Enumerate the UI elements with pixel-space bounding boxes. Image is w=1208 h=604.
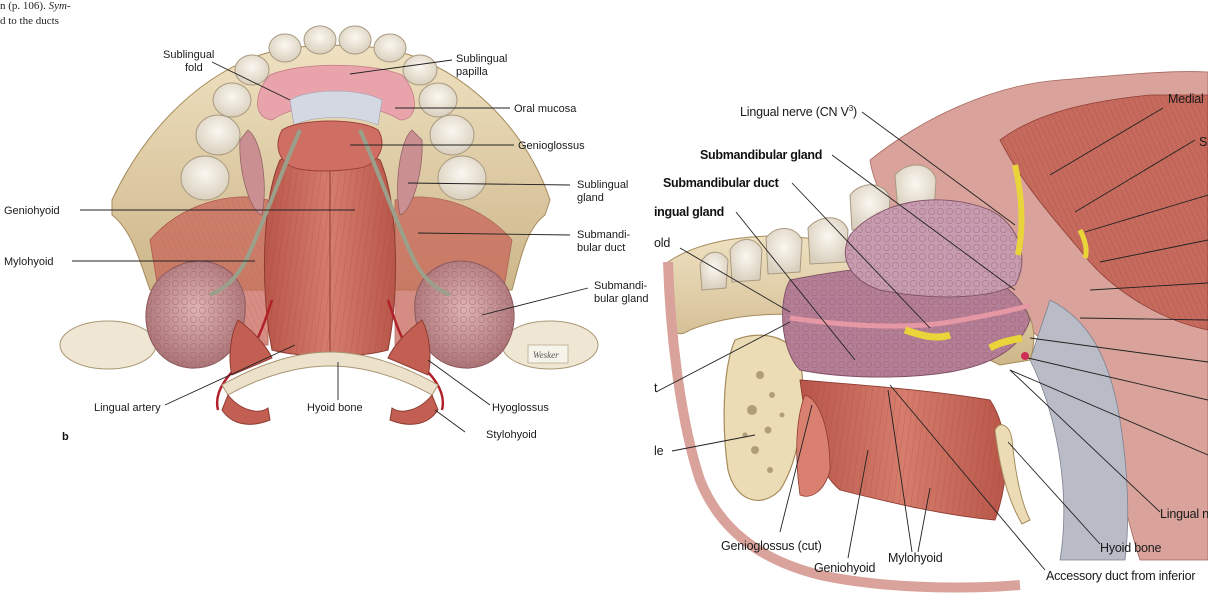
label-hyoglossus: Hyoglossus <box>492 402 549 414</box>
stylohyoid-left <box>221 394 271 425</box>
right-lateral-view-illustration: Lingual nerve (CN V3) Submandibular glan… <box>654 71 1208 593</box>
label-sublingual-gland-1: Sublingual <box>577 179 628 191</box>
header-line1-prefix: n (p. 106). <box>0 0 49 12</box>
sublingual-gland-left <box>239 129 265 216</box>
label-hyoid-bone-left: Hyoid bone <box>307 402 363 414</box>
label-sublingual-fold-2: fold <box>185 62 203 74</box>
mandible-cross-section <box>723 334 804 501</box>
stylohyoid-right <box>389 394 439 425</box>
label-submandibular-duct-1: Submandi- <box>577 229 631 241</box>
label-oral-mucosa: Oral mucosa <box>514 103 577 115</box>
label-s-cut: S <box>1199 135 1207 149</box>
lingual-nerve <box>1012 164 1025 256</box>
lingual-nerve-upper <box>1077 228 1089 259</box>
label-geniohyoid-right: Geniohyoid <box>814 561 875 575</box>
label-lingual-nerve-sup: 3 <box>849 104 854 113</box>
svg-text:Lingual nerve (CN V3): Lingual nerve (CN V3) <box>740 104 857 119</box>
label-lingual-cut: Lingual n <box>1160 507 1208 521</box>
artist-signature-box <box>527 344 569 364</box>
panel-letter-b: b <box>62 431 69 443</box>
left-floor-of-mouth-illustration: Wesker Sublingual fold Sublingual papill… <box>4 25 648 443</box>
label-submandibular-gland-right: Submandibular gland <box>700 148 822 162</box>
label-le-cut: le <box>654 444 664 458</box>
lower-teeth-row <box>180 25 487 201</box>
submandibular-duct-right <box>789 302 1031 329</box>
sublingual-gland-right <box>397 129 423 216</box>
label-sublingual-gland-2: gland <box>577 192 604 204</box>
hyoglossus-left <box>229 319 273 376</box>
label-genioglossus: Genioglossus <box>518 140 585 152</box>
right-leader-lines <box>655 107 1208 571</box>
label-submandibular-duct-2: bular duct <box>577 242 625 254</box>
label-lingual-artery: Lingual artery <box>94 402 161 414</box>
page-header-text: n (p. 106). Sym- d to the ducts <box>0 0 71 27</box>
header-line1-italic: Sym- <box>49 0 71 12</box>
label-t-cut: t <box>654 381 658 395</box>
label-submandibular-duct-right: Submandibular duct <box>663 176 780 190</box>
submandibular-duct-right <box>358 129 451 297</box>
artery-cross-section <box>1021 352 1029 360</box>
label-medial-cut: Medial <box>1168 92 1204 106</box>
label-geniohyoid-left: Geniohyoid <box>4 205 60 217</box>
submandibular-duct-left <box>209 129 302 297</box>
svg-text:n (p. 106). Sym-: n (p. 106). Sym- <box>0 0 71 12</box>
hyoid-bone-right <box>994 424 1031 525</box>
artist-signature: Wesker <box>533 350 559 360</box>
lingual-nerve-branch-1 <box>903 326 952 341</box>
left-leader-lines <box>72 59 589 433</box>
label-submandibular-gland-2: bular gland <box>594 293 648 305</box>
label-stylohyoid: Stylohyoid <box>486 429 537 441</box>
left-mandible-cut-end <box>59 320 157 370</box>
hyoglossus-right <box>387 319 431 376</box>
label-sublingual-gland-cut: ingual gland <box>654 205 724 219</box>
mandible-cancellous-bone <box>742 371 785 473</box>
label-sublingual-papilla-2: papilla <box>456 66 489 78</box>
genioglossus-cut <box>796 394 831 497</box>
label-mylohyoid-right: Mylohyoid <box>888 551 943 565</box>
sublingual-fold-area <box>289 90 383 126</box>
header-line2: d to the ducts <box>0 15 59 27</box>
label-sublingual-papilla-1: Sublingual <box>456 53 507 65</box>
label-genioglossus-cut: Genioglossus (cut) <box>721 539 822 553</box>
label-lingual-nerve-close: ) <box>853 105 857 119</box>
pharyngeal-region <box>1029 299 1129 561</box>
label-mylohyoid-left: Mylohyoid <box>4 256 54 268</box>
label-submandibular-gland-1: Submandi- <box>594 280 648 292</box>
label-fold-cut: old <box>654 236 670 250</box>
label-hyoid-bone-right: Hyoid bone <box>1100 541 1161 555</box>
skin-edge <box>663 261 1021 593</box>
label-sublingual-fold-1: Sublingual <box>163 49 214 61</box>
label-lingual-nerve: Lingual nerve (CN V <box>740 105 850 119</box>
label-accessory-duct: Accessory duct from inferior <box>1046 569 1195 583</box>
lingual-nerve-branch-2 <box>988 334 1023 352</box>
